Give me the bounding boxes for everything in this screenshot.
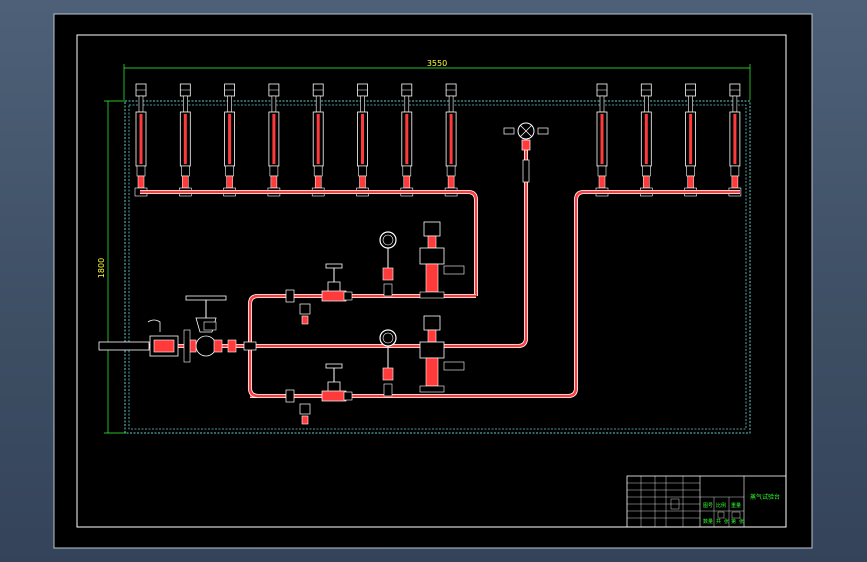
title-block-cell-6: 第 (731, 518, 736, 525)
bench-outline-inner (128, 104, 747, 430)
title-block-cell-0: 图号 (703, 503, 713, 509)
inlet-strainer (147, 319, 257, 363)
title-block-cell-4: 共 (716, 518, 721, 525)
drawing-frame (76, 34, 787, 528)
height-dimension-text: 1800 (97, 258, 106, 278)
branch-pipe-lower (248, 346, 440, 398)
center-pressure-gauge (503, 122, 549, 183)
upper-pressure-gauge (379, 231, 397, 297)
width-dimension-text: 3550 (427, 59, 447, 68)
lower-pressure-gauge (379, 329, 397, 397)
main-gate-valve (185, 295, 227, 357)
header-pipe-left (140, 190, 478, 296)
upper-safety-valve (419, 221, 465, 299)
lower-stop-valve (285, 363, 353, 425)
lower-safety-valve (419, 315, 465, 393)
title-block-cell-7: 张 (739, 518, 744, 525)
main-pipe-middle (98, 150, 528, 351)
height-dimension: 1800 (97, 100, 126, 434)
upper-stop-valve (285, 263, 353, 325)
title-block-cell-3: 数量 (703, 518, 713, 525)
width-dimension: 3550 (123, 59, 751, 100)
title-block-cell-2: 重量 (731, 502, 741, 509)
header-pipe-right (250, 190, 740, 398)
title-block-cell-1: 比例 (716, 502, 726, 509)
title-block-cell-5: 张 (724, 518, 729, 525)
bench-outline-outer (124, 100, 751, 434)
level-gauge-left-6 (400, 83, 414, 197)
title-block: 图号 比例 重量 数量 共 张 第 张 蒸气试验台 (626, 475, 787, 528)
drawing-title: 蒸气试验台 (750, 493, 780, 501)
branch-pipe-upper (248, 294, 476, 346)
